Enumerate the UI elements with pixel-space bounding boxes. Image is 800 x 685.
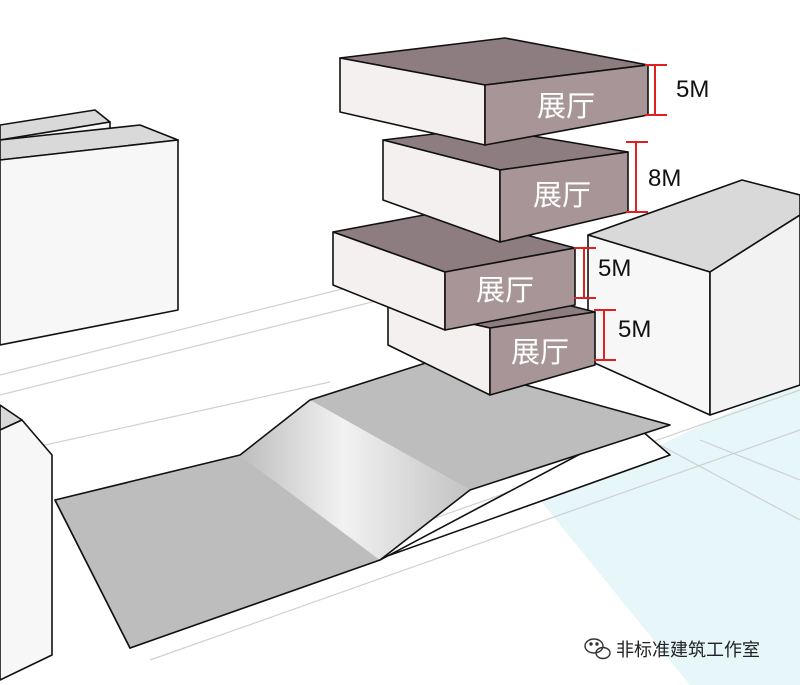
hall-label: 展厅 (533, 178, 591, 212)
dimension-block-4: 5M (594, 309, 651, 361)
watermark-text: 非标准建筑工作室 (616, 640, 760, 661)
building-left-front (0, 404, 53, 681)
wechat-icon (584, 638, 611, 660)
hall-label: 展厅 (537, 89, 595, 123)
hall-block-2: 展厅 (382, 127, 629, 243)
plaza-ramp (240, 400, 470, 560)
dimension-block-1: 5M (645, 64, 709, 116)
water-area (540, 380, 800, 685)
height-label: 5M (618, 316, 651, 343)
watermark: 非标准建筑工作室 (584, 638, 760, 661)
dimension-block-3: 5M (574, 247, 631, 299)
height-label: 5M (598, 255, 631, 282)
hall-label: 展厅 (476, 273, 534, 307)
hall-block-3: 展厅 (332, 211, 576, 331)
dimension-block-2: 8M (626, 141, 681, 213)
height-dimensions: 5M 8M 5M 5M (574, 64, 709, 361)
building-right (587, 179, 800, 416)
plaza-upper (310, 360, 670, 490)
height-label: 5M (676, 76, 709, 103)
hall-block-1: 展厅 (339, 37, 649, 146)
hall-label: 展厅 (511, 335, 569, 369)
plaza-lower (55, 455, 380, 648)
sunken-plaza (54, 359, 671, 649)
height-label: 8M (648, 165, 681, 192)
building-left (0, 124, 179, 346)
